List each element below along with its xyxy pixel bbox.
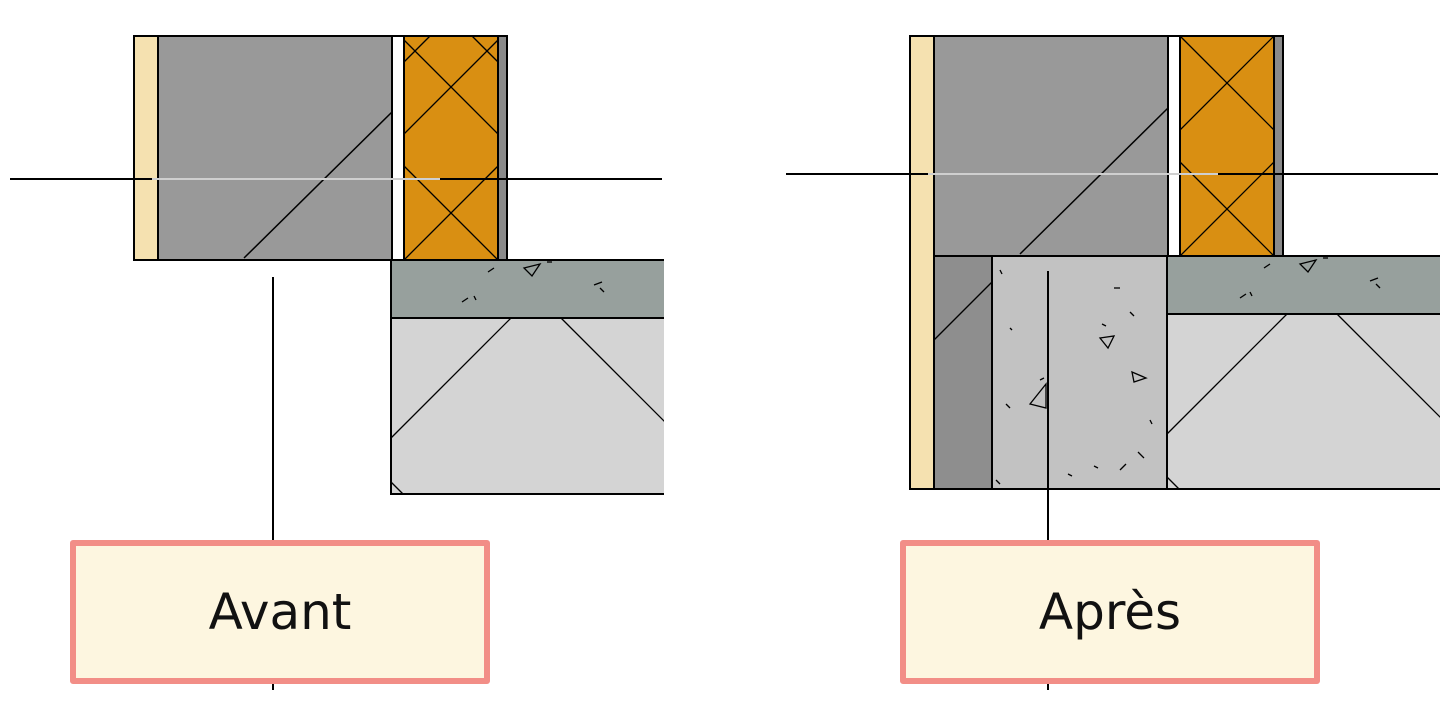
finish-board-layer xyxy=(1273,35,1284,257)
floor-insulation-layer xyxy=(390,317,664,495)
wood-cladding-layer xyxy=(133,35,159,261)
callout-after-label: Après xyxy=(1038,583,1182,641)
floor-insulation-layer xyxy=(1166,313,1440,490)
concrete-infill-layer xyxy=(991,255,1168,490)
masonry-foundation-layer xyxy=(933,255,993,490)
callout-before: Avant xyxy=(70,540,490,684)
detail-after xyxy=(909,35,1440,490)
air-gap-layer xyxy=(1167,35,1181,257)
detail-before xyxy=(133,35,664,495)
masonry-wall-layer xyxy=(157,35,393,261)
air-gap-layer xyxy=(391,35,405,261)
floor-screed-layer xyxy=(1166,255,1440,315)
floor-screed-layer xyxy=(390,259,664,319)
insulation-layer xyxy=(1179,35,1275,257)
wood-cladding-layer xyxy=(909,35,935,490)
insulation-layer xyxy=(403,35,499,261)
callout-before-label: Avant xyxy=(208,583,352,641)
callout-after: Après xyxy=(900,540,1320,684)
finish-board-layer xyxy=(497,35,508,261)
